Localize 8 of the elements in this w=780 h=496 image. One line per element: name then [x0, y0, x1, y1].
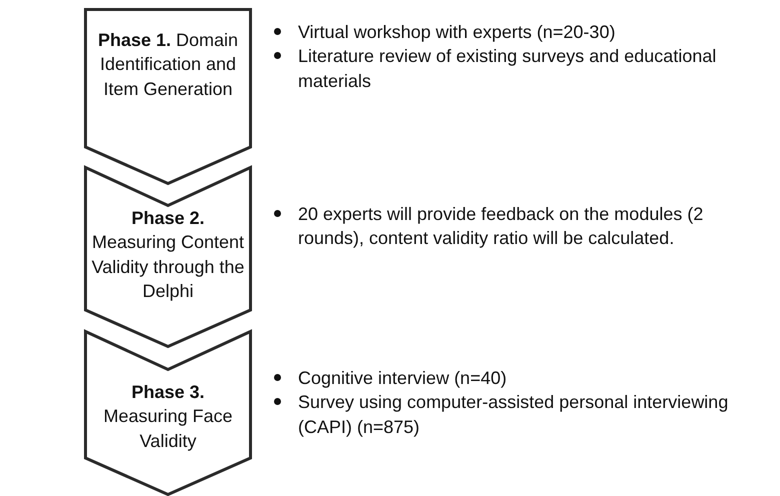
phase-title: Phase 1. Domain Identification and Item Generation — [98, 30, 238, 99]
phase-title: Phase 3. Measuring Face Validity — [103, 382, 233, 451]
bullet-text: Virtual workshop with experts (n=20-30) — [298, 22, 616, 42]
bullet-text: Literature review of existing surveys and educational materials — [298, 46, 716, 91]
bullet-text: Survey using computer-assisted personal interviewing (CAPI) (n=875) — [298, 392, 728, 437]
bullet-text: Cognitive interview (n=40) — [298, 368, 507, 388]
phase-title: Phase 2. Measuring Content Validity through the Delphi — [92, 208, 244, 301]
bullet-text: 20 experts will provide feedback on the modules (2 rounds), content validity ratio will be calculated. — [298, 204, 704, 248]
